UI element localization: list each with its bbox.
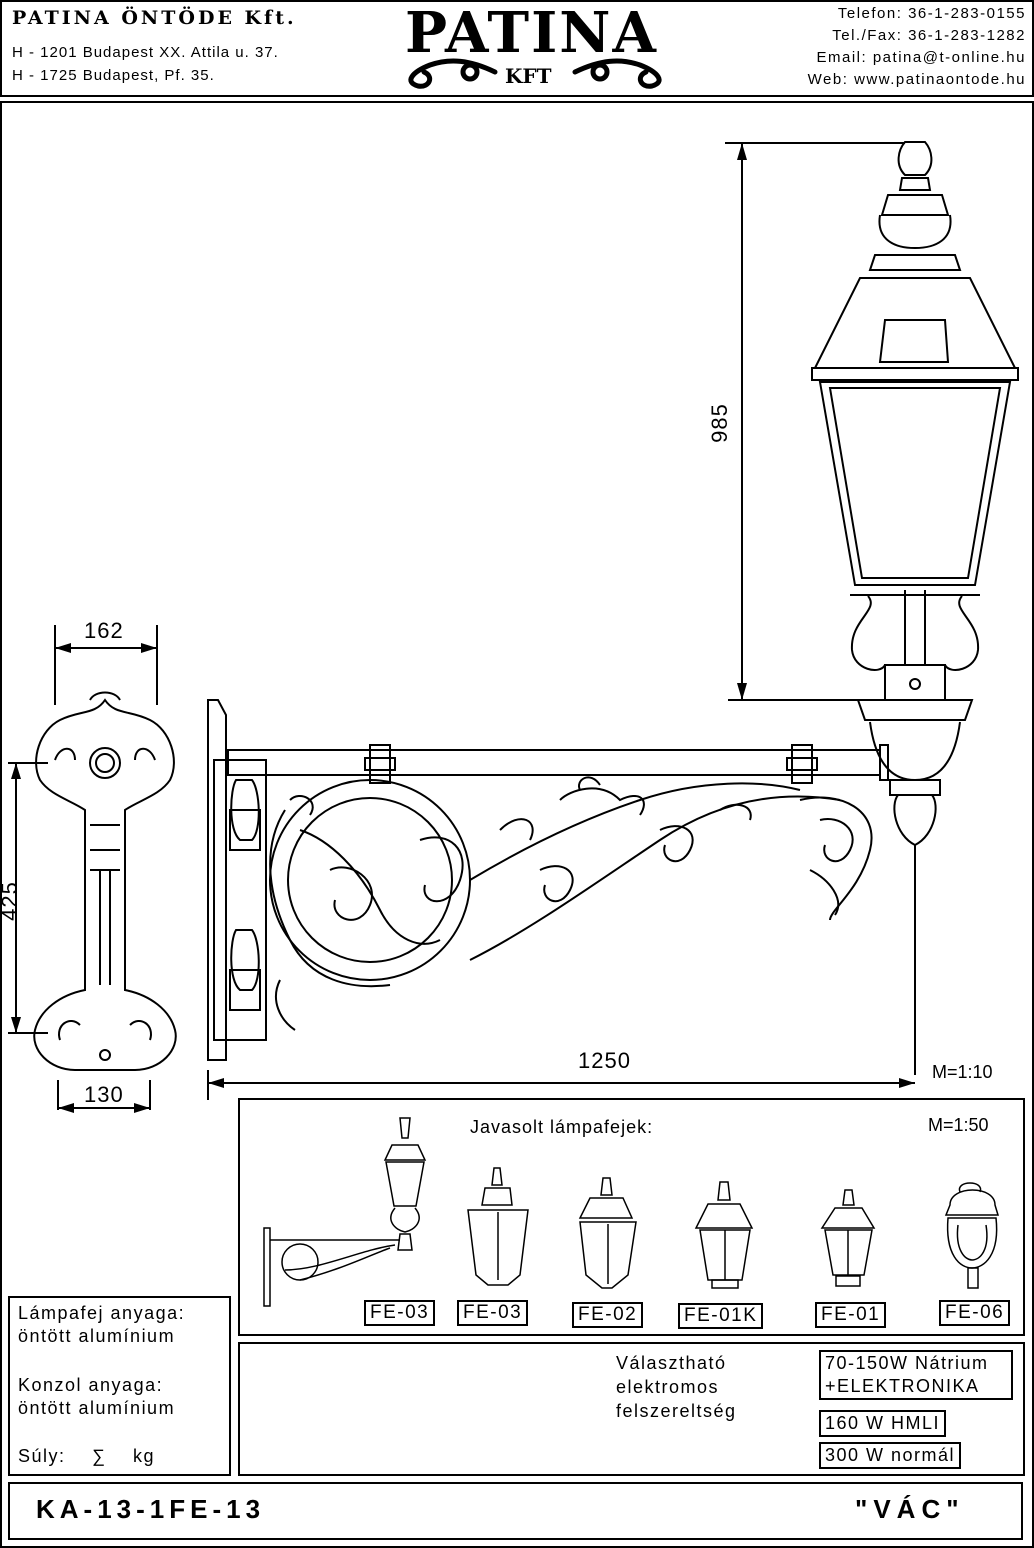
contact-fax: Tel./Fax: 36-1-283-1282	[832, 27, 1026, 44]
lamp-head-label-2: FE-03	[457, 1300, 529, 1326]
weight-unit: kg	[133, 1446, 156, 1466]
product-code: KA-13-1FE-13	[36, 1494, 266, 1524]
logo-text: PATINA	[405, 0, 658, 66]
materials-frame	[8, 1296, 231, 1476]
header-frame	[0, 0, 1034, 97]
head-material-label: Lámpafej anyaga:	[18, 1303, 186, 1323]
lamp-head-label-5: FE-01	[815, 1302, 887, 1328]
weight-symbol: ∑	[92, 1446, 107, 1466]
footer-frame	[8, 1482, 1023, 1540]
electrical-title-3: felszereltség	[616, 1401, 737, 1421]
bracket-material-label: Konzol anyaga:	[18, 1375, 164, 1395]
lamp-head-label-1: FE-03	[364, 1300, 436, 1326]
suggested-heads-frame	[238, 1098, 1025, 1336]
electrical-option-hmli: 160 W HMLI	[819, 1410, 947, 1437]
electrical-frame	[238, 1342, 1025, 1476]
contact-email: Email: patina@t-online.hu	[816, 49, 1026, 66]
electrical-title-2: elektromos	[616, 1377, 720, 1397]
company-name: PATINA ÖNTÖDE Kft.	[12, 7, 297, 29]
electrical-option-normal: 300 W normál	[819, 1442, 962, 1469]
dimension-label-130: 130	[84, 1082, 124, 1107]
address-line-1: H - 1201 Budapest XX. Attila u. 37.	[12, 44, 279, 61]
product-name: "VÁC"	[855, 1494, 965, 1524]
electrical-option-sodium-line2: +ELEKTRONIKA	[825, 1376, 980, 1396]
bracket-material-value: öntött alumínium	[18, 1398, 176, 1418]
contact-phone: Telefon: 36-1-283-0155	[837, 5, 1026, 22]
lamp-head-label-3: FE-02	[572, 1302, 644, 1328]
scale-small: M=1:50	[928, 1115, 989, 1135]
dimension-label-1250: 1250	[578, 1048, 631, 1073]
weight-label: Súly:	[18, 1446, 66, 1466]
suggested-heads-title: Javasolt lámpafejek:	[470, 1117, 654, 1137]
lamp-head-label-6: FE-06	[939, 1300, 1011, 1326]
dimension-label-162: 162	[84, 618, 124, 643]
electrical-option-sodium-line1: 70-150W Nátrium	[825, 1353, 989, 1373]
dimension-label-425: 425	[0, 881, 22, 921]
electrical-option-sodium: 70-150W Nátrium +ELEKTRONIKA	[819, 1350, 1013, 1400]
lamp-head-label-4: FE-01K	[678, 1303, 764, 1329]
address-line-2: H - 1725 Budapest, Pf. 35.	[12, 67, 215, 84]
scale-main: M=1:10	[932, 1062, 993, 1082]
contact-web: Web: www.patinaontode.hu	[807, 71, 1026, 88]
electrical-title-1: Választható	[616, 1353, 727, 1373]
head-material-value: öntött alumínium	[18, 1326, 176, 1346]
drawing-frame	[0, 101, 1034, 1548]
logo-subtext: KFT	[505, 64, 552, 88]
dimension-label-985: 985	[706, 403, 732, 443]
